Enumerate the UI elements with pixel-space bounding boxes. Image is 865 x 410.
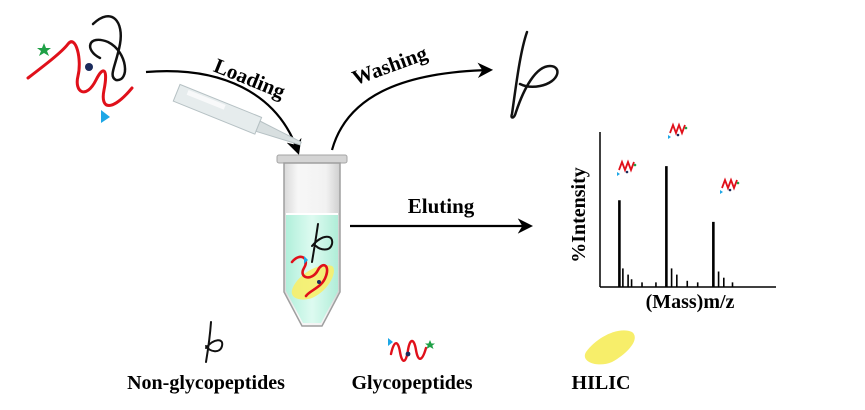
spectrum-x-label: (Mass)m/z <box>646 291 735 313</box>
glycopeptide-strand <box>26 40 134 107</box>
legend-non-glycopeptides: Non-glycopeptides <box>127 372 285 394</box>
spectrum-y-label: %Intensity <box>568 167 590 263</box>
hilic-particle <box>291 265 334 300</box>
legend: Non-glycopeptides Glycopeptides HILIC <box>127 321 635 394</box>
mass-spectrum: %Intensity (Mass)m/z <box>568 122 776 313</box>
glycan-blue-triangle <box>101 110 110 123</box>
glycan-navy-dot <box>85 63 93 71</box>
centrifuge-tube <box>276 154 348 327</box>
peak-glycopeptide-icon <box>668 122 688 139</box>
peak-glycopeptide-icon <box>720 177 740 194</box>
glycan-green-star <box>37 43 51 56</box>
loading-arrow <box>145 70 302 155</box>
legend-glycopeptide-icon <box>388 338 435 362</box>
legend-non-glycopeptide-icon <box>205 321 224 363</box>
non-glycopeptide-strand <box>88 15 127 82</box>
sample-mixture <box>26 15 134 123</box>
washed-non-glycopeptide <box>510 30 559 119</box>
legend-hilic: HILIC <box>572 372 631 394</box>
tube-rim <box>276 154 348 164</box>
loading-label: Loading <box>210 53 289 103</box>
legend-hilic-icon <box>584 330 635 365</box>
washing-label: Washing <box>349 41 431 90</box>
spectrum-peaks <box>618 166 734 287</box>
pipette-tip <box>172 83 302 146</box>
eluting-label: Eluting <box>408 194 475 218</box>
peak-glycopeptide-icon <box>617 159 637 176</box>
legend-glycopeptides: Glycopeptides <box>351 372 472 394</box>
washing-arrow <box>330 62 494 151</box>
captured-non-glycopeptide <box>311 223 334 263</box>
